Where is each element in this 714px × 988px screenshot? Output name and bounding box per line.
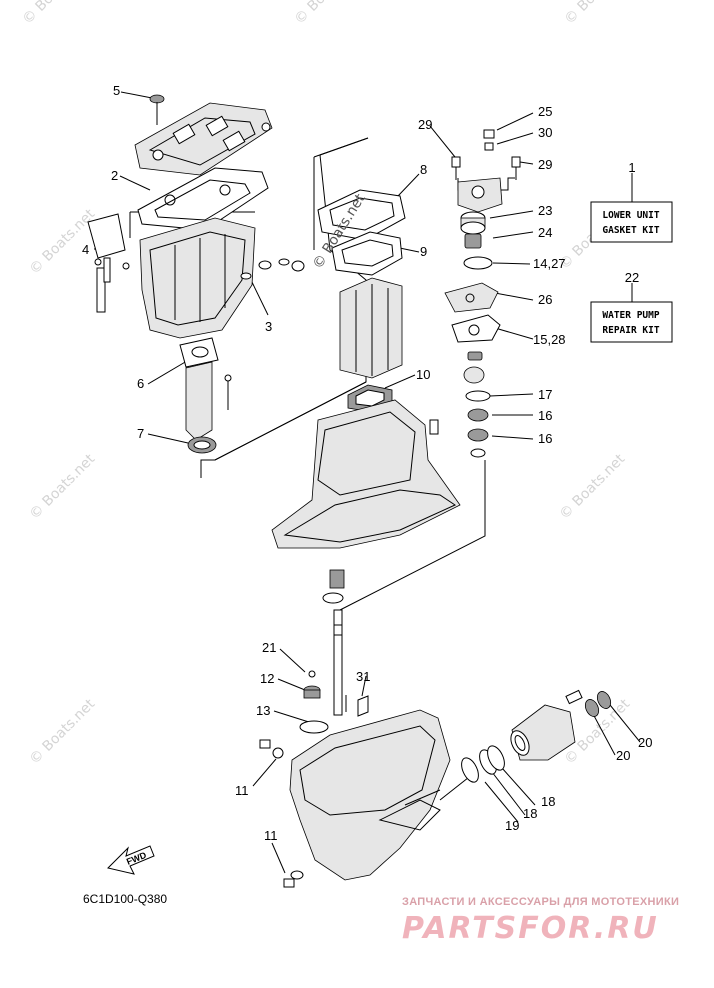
- callout-number: 20: [616, 748, 630, 763]
- gasket-part-2: [137, 167, 269, 231]
- kit-label-line2: REPAIR KIT: [602, 325, 659, 336]
- seal-part-20: [584, 699, 600, 717]
- callout-number: 5: [113, 83, 120, 98]
- callout-number: 6: [137, 376, 144, 391]
- watermark: © Boats.net: [557, 451, 629, 523]
- callout-number: 11: [235, 783, 249, 798]
- water-pump-stack: [444, 129, 521, 458]
- callout-number: 18: [523, 806, 537, 821]
- callout-number: 15,28: [533, 332, 566, 347]
- callout-number: 4: [82, 242, 89, 257]
- watermark: © Boats.net: [292, 0, 364, 28]
- fitting-part-3: [240, 258, 305, 280]
- diagram-code: 6C1D100-Q380: [83, 892, 167, 906]
- propeller-shaft-housing: [510, 689, 583, 761]
- screw-part-11: [259, 739, 284, 759]
- bracket-part-4: [87, 213, 130, 313]
- callout-number: 23: [538, 203, 552, 218]
- callout-number: 2: [111, 168, 118, 183]
- callout-number: 24: [538, 225, 552, 240]
- callout-number: 9: [420, 244, 427, 259]
- water-pump-repair-kit-box: WATER PUMP REPAIR KIT: [590, 301, 673, 343]
- seal-part-7: [187, 436, 217, 454]
- callout-number: 16: [538, 431, 552, 446]
- clip-part-31: [357, 695, 369, 717]
- callout-number: 16: [538, 408, 552, 423]
- callout-number: 30: [538, 125, 552, 140]
- callout-number: 29: [418, 117, 432, 132]
- lower-unit-gasket-kit-box: LOWER UNIT GASKET KIT: [590, 201, 673, 243]
- watermark: © Boats.net: [562, 0, 634, 28]
- lower-casing: [289, 709, 451, 881]
- gasket-part-9: [331, 231, 403, 276]
- callout-number: 26: [538, 292, 552, 307]
- branding-tagline: ЗАПЧАСТИ И АКСЕССУАРЫ ДЛЯ МОТОТЕХНИКИ: [402, 896, 679, 908]
- watermark: © Boats.net: [27, 451, 99, 523]
- kit-label-line1: WATER PUMP: [602, 310, 659, 321]
- callout-number: 22: [625, 270, 639, 285]
- callout-number: 12: [260, 671, 274, 686]
- kit-label-line2: GASKET KIT: [602, 225, 659, 236]
- bushing-part-12: [303, 685, 321, 699]
- callout-number: 11: [264, 828, 278, 843]
- watermark: © Boats.net: [20, 0, 92, 28]
- callout-number: 29: [538, 157, 552, 172]
- branding-logo: PARTSFOR.RU: [402, 911, 659, 946]
- callout-number: 25: [538, 104, 552, 119]
- fwd-label: FWD: [125, 850, 148, 867]
- seal-part-20b: [596, 691, 612, 709]
- exhaust-guide: [339, 277, 403, 379]
- callout-number: 20: [638, 735, 652, 750]
- forward-gear: [322, 569, 345, 604]
- ring-part-21: [308, 670, 316, 678]
- seal-part-5: [149, 94, 165, 104]
- callout-number: 18: [541, 794, 555, 809]
- oring-part-19: [461, 757, 479, 783]
- callout-number: 3: [265, 319, 272, 334]
- fwd-arrow-icon: FWD: [107, 845, 155, 875]
- upper-casing-body: [139, 217, 256, 339]
- kit-label-line1: LOWER UNIT: [602, 210, 659, 221]
- middle-housing: [271, 399, 461, 549]
- callout-number: 19: [505, 818, 519, 833]
- callout-number: 17: [538, 387, 552, 402]
- callout-number: 1: [628, 160, 635, 175]
- gasket-part-8: [317, 189, 406, 241]
- callout-number: 21: [262, 640, 276, 655]
- oring-part-13: [299, 720, 329, 734]
- upper-casing-plate: [134, 102, 273, 176]
- callout-number: 8: [420, 162, 427, 177]
- callout-number: 31: [356, 669, 370, 684]
- exhaust-plate-part-6: [179, 337, 232, 441]
- oring-part-18b: [487, 745, 505, 771]
- screw-part-11-lower: [283, 870, 304, 888]
- callout-number: 14,27: [533, 256, 566, 271]
- callout-number: 10: [416, 367, 430, 382]
- drive-shaft: [333, 609, 343, 716]
- callout-number: 7: [137, 426, 144, 441]
- callout-number: 13: [256, 703, 270, 718]
- callout-labels: 1 22 5 2 4 3 6 7 29 25 30 29 8 23 24 9 1…: [82, 83, 652, 843]
- watermark: © Boats.net: [27, 696, 99, 768]
- leader-lines: [94, 91, 641, 874]
